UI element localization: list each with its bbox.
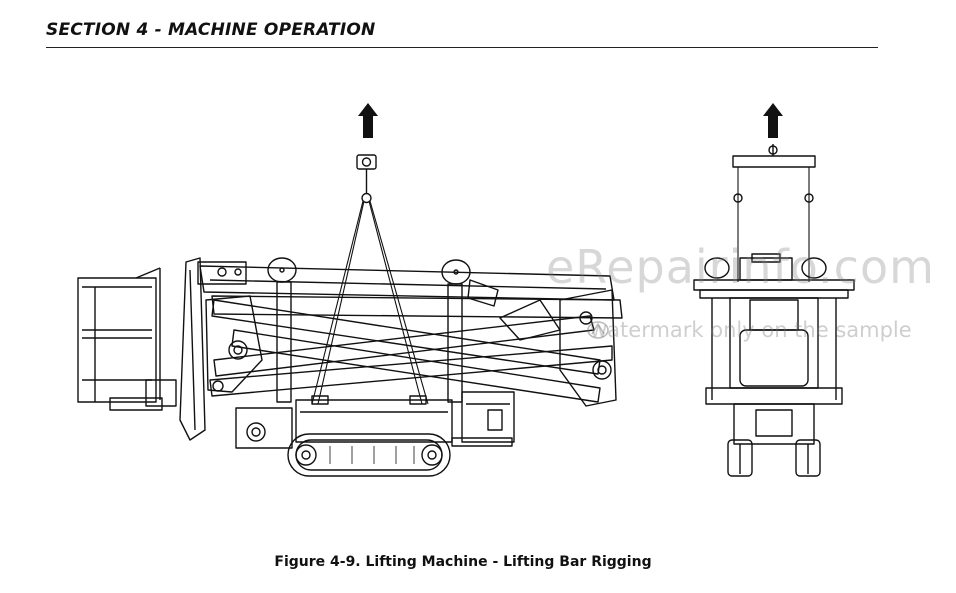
side-track: [287, 433, 451, 477]
front-lift-arrow: [763, 103, 783, 138]
side-lift-arrow: [358, 103, 378, 138]
side-chassis: [235, 391, 515, 449]
front-lifting-bar: [732, 155, 816, 168]
watermark-note: watermark only on the sample: [590, 318, 912, 342]
front-view-machine: [693, 103, 855, 477]
side-lifting-shackle: [356, 154, 377, 170]
side-jib: [179, 257, 247, 441]
header-rule: [46, 47, 878, 48]
side-platform-basket: [77, 267, 177, 411]
watermark-logo-icon: [587, 321, 609, 339]
side-view-machine: [77, 103, 623, 477]
section-title: SECTION 4 - MACHINE OPERATION: [46, 20, 376, 40]
side-lifting-lugs: [267, 257, 499, 403]
side-boom-links: [205, 289, 617, 407]
watermark-site: eRepairinfo.com: [546, 240, 935, 294]
figure-caption: Figure 4-9. Lifting Machine - Lifting Ba…: [274, 554, 652, 570]
front-rigging-chains: [737, 167, 810, 282]
front-lower-body: [705, 387, 843, 477]
